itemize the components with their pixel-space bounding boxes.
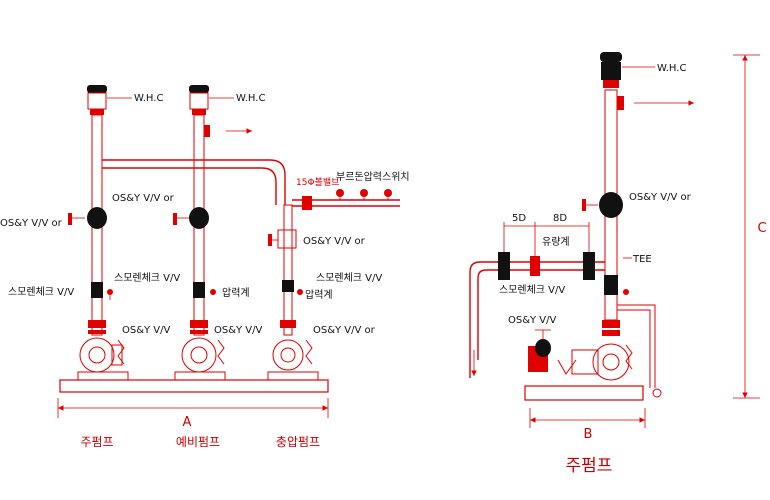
dimension-b-label: B <box>584 427 593 442</box>
gauge-mid-label: 압력계 <box>222 286 250 299</box>
osy-left-label: OS&Y V/V or <box>0 218 63 229</box>
riser-standby-pump <box>173 85 225 373</box>
flowmeter-bypass-pipe <box>469 261 605 378</box>
whc-1-body <box>87 92 107 110</box>
dim-8d-label: 8D <box>553 213 567 224</box>
dim-5d-label: 5D <box>512 213 526 224</box>
osy-valve-2-icon <box>189 207 209 229</box>
pressure-switch-2-icon <box>360 189 368 197</box>
outlet-stub-2 <box>204 125 210 137</box>
check-right-label: 스모렌체크 V/V <box>499 284 565 296</box>
whc-label-1: W.H.C <box>134 93 163 104</box>
check-valve-2-icon <box>193 282 205 298</box>
osy-bottom-right-icon <box>535 339 551 357</box>
tee-label: TEE <box>632 254 652 265</box>
right-base-plate <box>524 385 644 401</box>
riser-main-pump <box>68 85 125 373</box>
pump2-pedestal <box>174 371 226 381</box>
dimension-c-label: C <box>757 221 766 236</box>
osy-valve-1-icon <box>87 207 107 229</box>
whc-right-label: W.H.C <box>657 63 686 74</box>
discharge-header-pipe <box>102 159 286 205</box>
left-pump-assembly <box>57 85 400 418</box>
check-jockey-label: 스모렌체크 V/V <box>316 272 382 284</box>
right-pump-assembly <box>469 52 760 428</box>
riser-jockey-pump <box>268 204 313 371</box>
whc-1-cap <box>87 85 107 93</box>
osy-bottom-mid-label: OS&Y V/V <box>122 325 171 336</box>
osy-bottom-jockey-label: OS&Y V/V or <box>313 325 376 336</box>
pressure-switch-label: 부르돈압력스위치 <box>336 170 410 183</box>
gauge-right-icon <box>623 289 629 295</box>
whc-label-2: W.H.C <box>236 93 265 104</box>
caption-jockey-pump: 충압펌프 <box>276 435 320 449</box>
osy-bottom-right-label: OS&Y V/V <box>508 315 557 326</box>
pump-3-volute <box>272 339 304 371</box>
check-valve-3-icon <box>282 280 294 292</box>
osy-mid-label: OS&Y V/V or <box>112 193 175 204</box>
whc-right-cap <box>600 52 622 62</box>
bypass-valve-2-icon <box>583 252 595 280</box>
left-base-plate <box>59 379 329 393</box>
pump-1-volute <box>79 337 115 373</box>
flowmeter-icon <box>530 256 540 276</box>
whc-2-body <box>189 92 209 110</box>
flowmeter-label: 유량계 <box>542 236 570 248</box>
osy-valve-right-icon <box>599 192 623 218</box>
relief-line <box>617 304 656 388</box>
flange-1 <box>88 320 106 328</box>
pump-right-volute <box>592 343 630 381</box>
strainer-icon <box>557 359 577 375</box>
caption-right-main-pump: 주펌프 <box>566 456 613 476</box>
dimension-a-label: A <box>183 415 192 430</box>
gauge-jockey-label: 압력계 <box>305 288 333 301</box>
pump-1-valve-icon <box>117 339 125 365</box>
check-left-label: 스모렌체크 V/V <box>8 286 74 298</box>
caption-main-pump: 주펌프 <box>80 435 113 449</box>
check-valve-1-icon <box>91 282 103 298</box>
gauge-3-icon <box>297 289 303 295</box>
whc-1-flange <box>90 109 104 115</box>
osy-valve-3-icon <box>277 229 297 249</box>
osy-right-label: OS&Y V/V or <box>629 192 692 203</box>
pump3-pedestal <box>267 371 319 381</box>
caption-standby-pump: 예비펌프 <box>176 435 220 449</box>
outlet-stub-right <box>617 96 624 110</box>
motor-right <box>571 349 599 375</box>
ball-valve-15-icon <box>302 196 312 210</box>
osy-bottom-mid2-label: OS&Y V/V <box>214 325 263 336</box>
pressure-switch-1-icon <box>336 189 344 197</box>
bypass-valve-1-icon <box>498 252 510 280</box>
ball-valve-label: 15Φ볼밸브 <box>296 177 339 188</box>
check-valve-right-icon <box>604 275 618 295</box>
check-mid-label: 스모렌체크 V/V <box>114 272 180 284</box>
pump-2-volute <box>181 337 217 373</box>
whc-2-cap <box>189 85 209 93</box>
pressure-switch-3-icon <box>384 189 392 197</box>
gauge-2-icon <box>210 289 216 295</box>
gauge-1-icon <box>107 289 113 295</box>
osy-jockey-label: OS&Y V/V or <box>303 236 366 247</box>
whc-right-body <box>601 62 621 80</box>
pump1-pedestal <box>77 371 129 381</box>
